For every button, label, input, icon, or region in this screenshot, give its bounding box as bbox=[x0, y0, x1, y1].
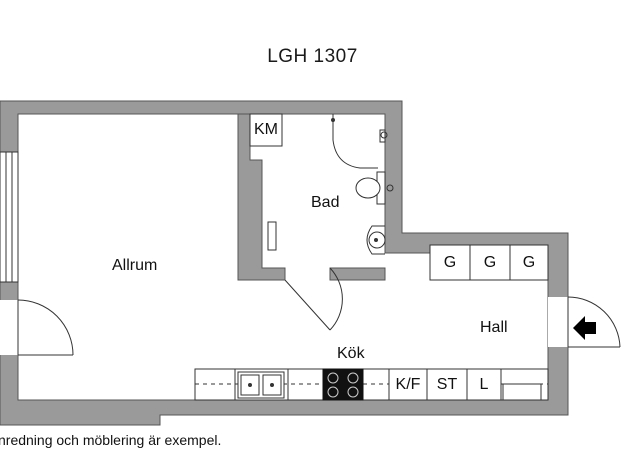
fixture-label-st: ST bbox=[436, 376, 458, 393]
fixture-label-wardrobe-1: G bbox=[443, 254, 457, 271]
fixture-label-km: KM bbox=[254, 121, 278, 138]
fixture-label-l: L bbox=[479, 376, 489, 393]
fixture-label-kf: K/F bbox=[395, 376, 421, 393]
room-label-hall: Hall bbox=[480, 319, 508, 336]
entrance-arrow-icon bbox=[573, 316, 596, 340]
fixture-label-wardrobe-3: G bbox=[522, 254, 536, 271]
room-label-kok: Kök bbox=[337, 345, 365, 362]
kitchen-sink bbox=[237, 371, 285, 399]
disclaimer-text: nredning och möblering är exempel. bbox=[0, 432, 222, 448]
fixture-label-wardrobe-2: G bbox=[483, 254, 497, 271]
plan-title: LGH 1307 bbox=[267, 46, 358, 67]
shower bbox=[331, 114, 388, 169]
room-label-bad: Bad bbox=[311, 194, 340, 211]
stove bbox=[322, 368, 364, 401]
bathroom-bottom-wall bbox=[329, 267, 386, 281]
entrance-door bbox=[548, 296, 621, 348]
room-label-allrum: Allrum bbox=[112, 257, 158, 274]
balcony-door bbox=[0, 299, 74, 356]
km-cabinet bbox=[249, 113, 283, 147]
washbasin bbox=[366, 225, 386, 255]
window bbox=[0, 151, 19, 283]
toilet bbox=[355, 171, 394, 205]
appliance-boxes bbox=[388, 368, 542, 401]
bathroom-radiator bbox=[267, 221, 277, 251]
bathroom-door bbox=[284, 267, 343, 331]
wardrobes bbox=[429, 244, 549, 281]
